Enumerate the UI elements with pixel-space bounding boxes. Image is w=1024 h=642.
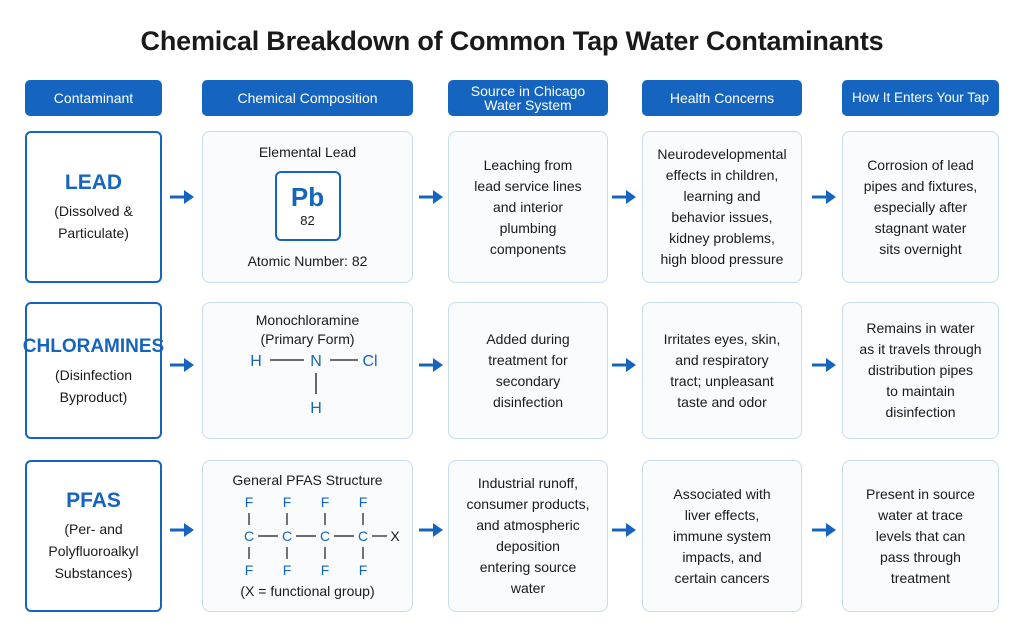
composition-label: General PFAS Structure	[232, 472, 383, 488]
atom-f-bottom-4: F	[358, 562, 367, 578]
element-number: 82	[300, 213, 315, 228]
atom-n: N	[310, 353, 322, 370]
header-chemical-composition: Chemical Composition	[202, 80, 413, 116]
entry-text: Corrosion of lead pipes and fixtures, es…	[863, 156, 978, 257]
atom-f-top-2: F	[282, 494, 291, 510]
health-card-lead: Neurodevelopmental effects in children, …	[642, 131, 802, 283]
atom-f-top-3: F	[320, 494, 329, 510]
pfas-carbon-chain: F F F F C C C C X F F	[243, 494, 399, 578]
atom-f-top-1: F	[244, 494, 253, 510]
atom-c-1: C	[243, 528, 253, 544]
entry-card-lead: Corrosion of lead pipes and fixtures, es…	[842, 131, 999, 283]
arrow-right-icon	[812, 358, 836, 372]
health-text: Irritates eyes, skin, and respiratory tr…	[663, 330, 781, 410]
atomic-number-note: Atomic Number: 82	[247, 253, 368, 269]
arrow-right-icon	[419, 358, 443, 372]
header-contaminant: Contaminant	[25, 80, 162, 116]
composition-card-chloramines: Monochloramine (Primary Form) H N Cl H	[202, 302, 413, 439]
entry-card-pfas: Present in source water at trace levels …	[842, 460, 999, 612]
composition-label: Elemental Lead	[258, 144, 357, 160]
atom-f-top-4: F	[358, 494, 367, 510]
header-health-concerns: Health Concerns	[642, 80, 802, 116]
atom-h-bottom: H	[310, 400, 322, 417]
health-text: Neurodevelopmental effects in children, …	[657, 146, 787, 267]
atom-c-4: C	[357, 528, 367, 544]
contaminant-subtitle: (Per- and Polyfluoroalkyl Substances)	[48, 521, 139, 581]
contaminant-name: LEAD	[64, 171, 123, 194]
source-text: Industrial runoff, consumer products, an…	[466, 475, 590, 596]
page-title: Chemical Breakdown of Common Tap Water C…	[140, 26, 884, 56]
arrow-right-icon	[170, 190, 194, 204]
entry-text: Remains in water as it travels through d…	[859, 320, 982, 420]
source-card-lead: Leaching from lead service lines and int…	[448, 131, 608, 283]
arrow-right-icon	[812, 190, 836, 204]
composition-card-pfas: General PFAS Structure F F F F C C C C X	[202, 460, 413, 612]
header-how-it-enters: How It Enters Your Tap	[842, 80, 999, 116]
element-symbol: Pb	[290, 182, 325, 212]
atom-c-3: C	[319, 528, 329, 544]
health-card-chloramines: Irritates eyes, skin, and respiratory tr…	[642, 302, 802, 439]
periodic-element-tile: Pb 82	[274, 171, 341, 241]
contaminant-subtitle: (Disinfection Byproduct)	[54, 366, 133, 405]
arrow-right-icon	[612, 190, 636, 204]
atom-cl: Cl	[362, 353, 377, 370]
arrow-right-icon	[170, 358, 194, 372]
atom-x: X	[390, 528, 400, 544]
contaminant-subtitle: (Dissolved & Particulate)	[54, 203, 133, 241]
atom-f-bottom-2: F	[282, 562, 291, 578]
atom-f-bottom-3: F	[320, 562, 329, 578]
arrow-right-icon	[612, 358, 636, 372]
atom-f-bottom-1: F	[244, 562, 253, 578]
atom-c-2: C	[281, 528, 291, 544]
source-card-chloramines: Added during treatment for secondary dis…	[448, 302, 608, 439]
contaminant-name: PFAS	[66, 489, 121, 512]
header-source: Source in Chicago Water System	[448, 80, 608, 116]
health-text: Associated with liver effects, immune sy…	[672, 485, 772, 586]
arrow-right-icon	[419, 523, 443, 537]
source-card-pfas: Industrial runoff, consumer products, an…	[448, 460, 608, 612]
atom-h-left: H	[250, 353, 262, 370]
contaminant-card-lead: LEAD (Dissolved & Particulate)	[25, 131, 162, 283]
monochloramine-structure: H N Cl H	[250, 353, 377, 417]
contaminant-card-pfas: PFAS (Per- and Polyfluoroalkyl Substance…	[25, 460, 162, 612]
entry-card-chloramines: Remains in water as it travels through d…	[842, 302, 999, 439]
arrow-right-icon	[612, 523, 636, 537]
functional-group-note: (X = functional group)	[240, 583, 375, 599]
source-text: Leaching from lead service lines and int…	[474, 156, 582, 257]
entry-text: Present in source water at trace levels …	[866, 485, 975, 586]
health-card-pfas: Associated with liver effects, immune sy…	[642, 460, 802, 612]
contaminant-name: CHLORAMINES	[22, 335, 165, 357]
composition-card-lead: Elemental Lead Pb 82 Atomic Number: 82	[202, 131, 413, 283]
source-text: Added during treatment for secondary dis…	[486, 330, 570, 410]
header-source-label: Source in Chicago Water System	[470, 83, 586, 113]
arrow-right-icon	[812, 523, 836, 537]
arrow-right-icon	[170, 523, 194, 537]
composition-label: Monochloramine (Primary Form)	[255, 312, 360, 347]
arrow-right-icon	[419, 190, 443, 204]
contaminant-card-chloramines: CHLORAMINES (Disinfection Byproduct)	[22, 302, 165, 439]
pfas-structure: F F F F C C C C X F F	[243, 494, 399, 578]
